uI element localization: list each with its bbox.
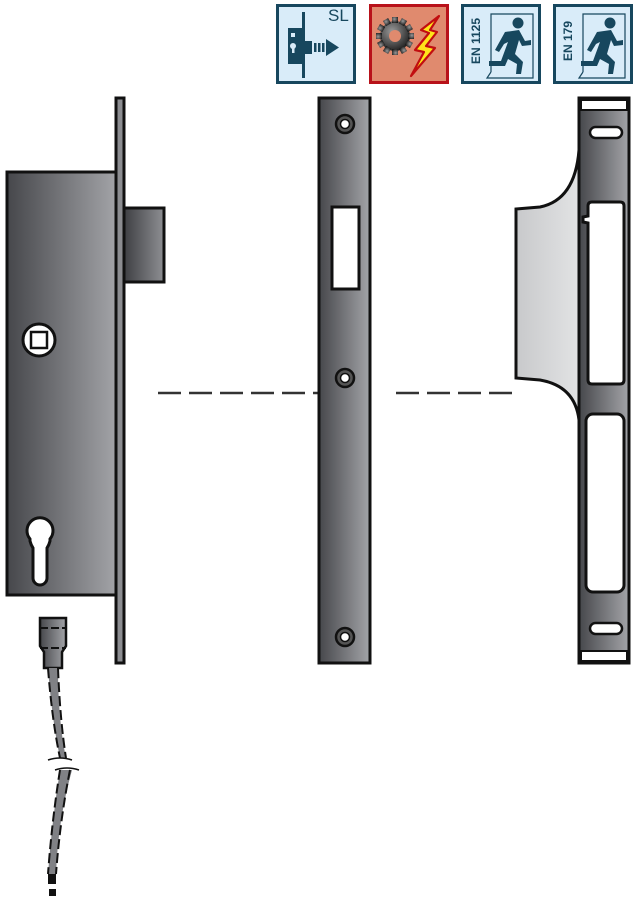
angled-strike-plate <box>514 96 631 665</box>
connection-cable <box>38 616 80 896</box>
emergency-exit-en179-icon: EN 179 <box>553 4 633 84</box>
motor-electric-icon <box>369 4 449 84</box>
sl-label: SL <box>328 6 349 25</box>
strike-lip <box>514 149 581 421</box>
screw-hole-middle <box>334 367 356 389</box>
screw-hole-bottom <box>334 626 356 648</box>
screw-hole-top <box>334 113 356 135</box>
square-follower-hole <box>21 322 57 358</box>
lock-faceplate <box>114 96 126 665</box>
selflocking-lock-icon: SL <box>276 4 356 84</box>
panic-exit-en1125-icon: EN 1125 <box>461 4 541 84</box>
mortise-lock-body <box>5 170 119 597</box>
flat-strike-plate <box>317 96 372 665</box>
latch-bolt <box>120 206 166 284</box>
euro-cylinder-cutout <box>25 516 55 587</box>
